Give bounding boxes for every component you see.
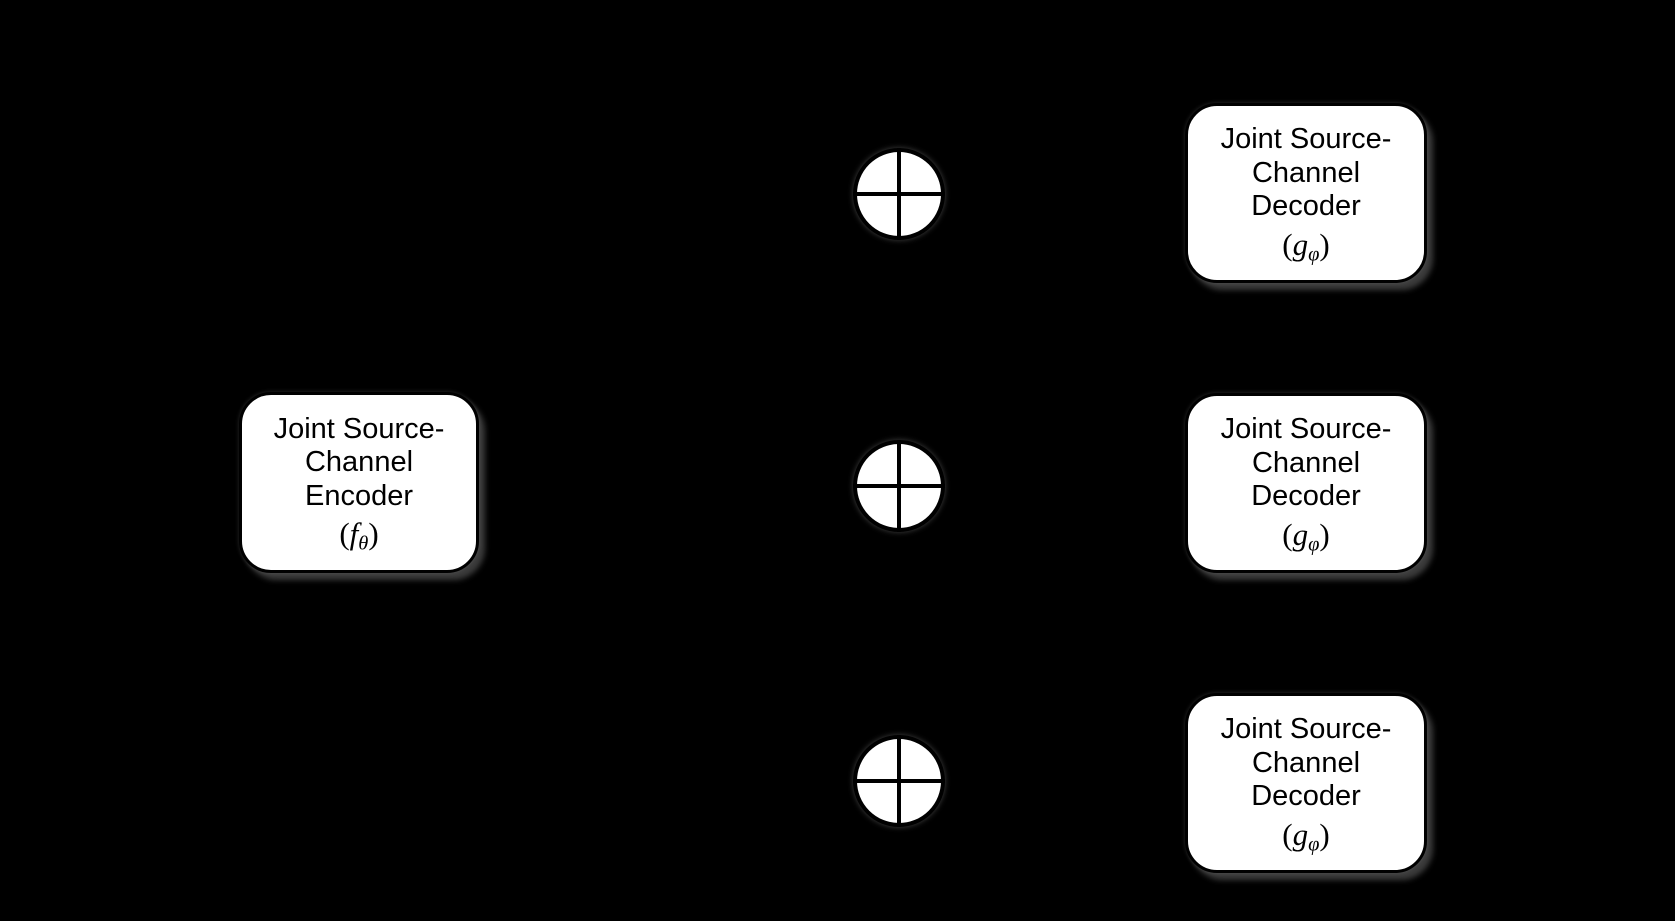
paren-open: ( (339, 516, 350, 552)
encoder-label-line2: Channel (304, 446, 414, 479)
decoder-label-line1: Joint Source- (1220, 413, 1392, 446)
decoder-box-2: Joint Source- Channel Decoder (gφ) (1185, 393, 1427, 573)
decoder-label-line2: Channel (1251, 446, 1361, 479)
adder-vertical-bar (897, 735, 901, 827)
decoder-function-subscript: φ (1308, 833, 1320, 856)
paren-open: ( (1282, 816, 1293, 852)
decoder-label-line3: Decoder (1251, 480, 1361, 513)
decoder-label-line2: Channel (1251, 746, 1361, 779)
encoder-label-line3: Encoder (304, 479, 413, 512)
decoder-label-line3: Decoder (1251, 780, 1361, 813)
paren-close: ) (1319, 816, 1330, 852)
decoder-symbol: (gφ) (1282, 226, 1330, 266)
encoder-symbol: (fθ) (339, 516, 379, 556)
adder-plus-icon (853, 148, 945, 240)
adder-plus-icon (853, 735, 945, 827)
decoder-box-1: Joint Source- Channel Decoder (gφ) (1185, 103, 1427, 283)
encoder-label-line1: Joint Source- (273, 412, 445, 445)
encoder-function-subscript: θ (358, 533, 369, 556)
paren-open: ( (1282, 516, 1293, 552)
decoder-label-line3: Decoder (1251, 190, 1361, 223)
encoder-box: Joint Source- Channel Encoder (fθ) (239, 392, 479, 573)
paren-open: ( (1282, 226, 1293, 262)
encoder-function-symbol: f (349, 516, 359, 552)
decoder-function-symbol: g (1292, 516, 1309, 552)
paren-close: ) (1319, 516, 1330, 552)
decoder-function-subscript: φ (1308, 243, 1320, 266)
decoder-function-symbol: g (1292, 816, 1309, 852)
decoder-label-line2: Channel (1251, 156, 1361, 189)
adder-plus-icon (853, 440, 945, 532)
decoder-symbol: (gφ) (1282, 816, 1330, 856)
decoder-function-symbol: g (1292, 226, 1309, 262)
adder-vertical-bar (897, 148, 901, 240)
decoder-function-subscript: φ (1308, 533, 1320, 556)
decoder-label-line1: Joint Source- (1220, 123, 1392, 156)
decoder-box-3: Joint Source- Channel Decoder (gφ) (1185, 693, 1427, 873)
paren-close: ) (1319, 226, 1330, 262)
decoder-symbol: (gφ) (1282, 516, 1330, 556)
adder-vertical-bar (897, 440, 901, 532)
paren-close: ) (368, 516, 379, 552)
decoder-label-line1: Joint Source- (1220, 713, 1392, 746)
